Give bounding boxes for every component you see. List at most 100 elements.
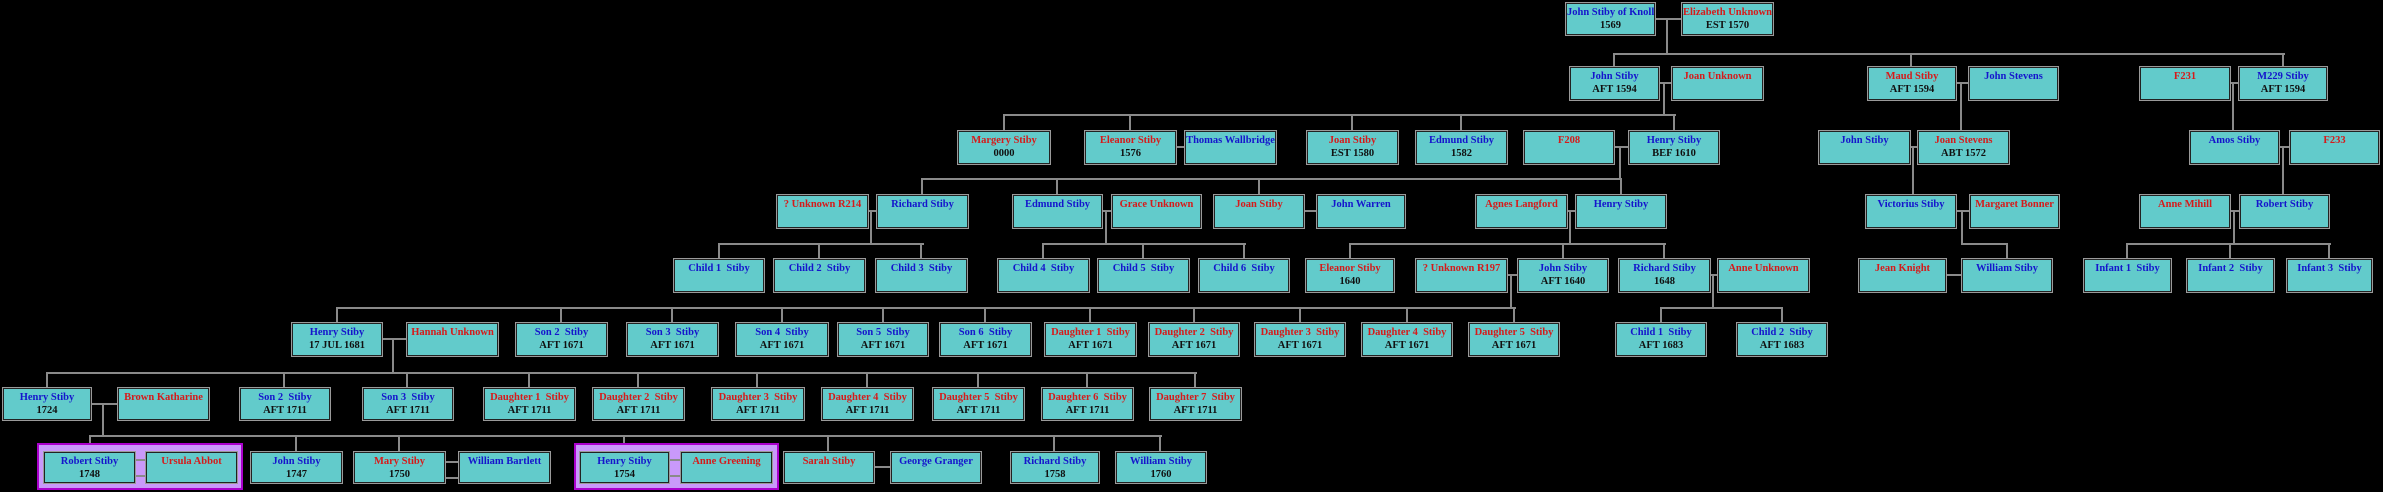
person-box[interactable]: William Stiby xyxy=(1961,258,2053,293)
person-box[interactable]: Infant 1 Stiby xyxy=(2083,258,2172,293)
person-box[interactable]: F233 xyxy=(2289,130,2380,165)
person-box[interactable]: Margaret Bonner xyxy=(1969,194,2060,229)
person-box[interactable]: Agnes Langford xyxy=(1475,194,1568,229)
person-box[interactable]: Amos Stiby xyxy=(2189,130,2280,165)
person-box[interactable]: Child 6 Stiby xyxy=(1198,258,1290,293)
person-box[interactable]: Infant 2 Stiby xyxy=(2186,258,2275,293)
person-box[interactable]: Infant 3 Stiby xyxy=(2286,258,2373,293)
person-box[interactable]: John Stevens xyxy=(1968,66,2059,101)
person-box[interactable]: Victorius Stiby xyxy=(1865,194,1957,229)
person-name: Robert Stiby xyxy=(2255,199,2314,210)
person-box[interactable]: Joan Unknown xyxy=(1671,66,1764,101)
person-box[interactable]: Hannah Unknown xyxy=(406,322,499,357)
marriage-line xyxy=(2230,82,2239,84)
person-box[interactable]: Anne Unknown xyxy=(1717,258,1810,293)
person-box[interactable]: Richard Stiby xyxy=(876,194,969,229)
marriage-line xyxy=(1956,210,1970,212)
person-name: Brown Katharine xyxy=(124,392,203,403)
person-box[interactable]: ? Unknown R214 xyxy=(776,194,869,229)
person-box[interactable]: Sarah Stiby xyxy=(783,451,875,484)
person-box[interactable]: F231 xyxy=(2139,66,2231,101)
descent-line xyxy=(2006,243,2008,259)
descent-line xyxy=(1129,114,1131,131)
descent-line xyxy=(1613,53,1615,67)
person-box[interactable]: Child 1 Stiby xyxy=(673,258,765,293)
person-box[interactable]: William Bartlett xyxy=(458,451,551,484)
descent-line xyxy=(2328,243,2330,259)
marriage-line xyxy=(382,338,407,340)
person-date: EST 1580 xyxy=(1330,148,1375,159)
person-box[interactable]: John Stiby xyxy=(1818,130,1911,165)
person-box[interactable]: Child 2 Stiby xyxy=(773,258,866,293)
person-box[interactable]: Thomas Wallbridge xyxy=(1184,130,1277,165)
person-box[interactable]: Child 3 Stiby xyxy=(875,258,968,293)
person-box[interactable]: Ursula Abbot xyxy=(145,451,238,484)
person-box[interactable]: Joan Stiby xyxy=(1213,194,1305,229)
person-date: AFT 1711 xyxy=(845,405,890,416)
person-box[interactable]: Child 5 Stiby xyxy=(1097,258,1190,293)
person-box[interactable]: Edmund Stiby xyxy=(1012,194,1103,229)
person-box[interactable]: Child 4 Stiby xyxy=(997,258,1090,293)
person-box[interactable]: Anne Mihill xyxy=(2139,194,2231,229)
person-box[interactable]: Brown Katharine xyxy=(117,387,210,421)
person-box[interactable]: George Granger xyxy=(890,451,982,484)
descent-line xyxy=(1673,114,1675,131)
person-box[interactable]: John Warren xyxy=(1316,194,1406,229)
person-box[interactable]: ? Unknown R197 xyxy=(1415,258,1508,293)
person-name: Richard Stiby xyxy=(1633,263,1696,274)
person-box[interactable]: Henry Stiby xyxy=(1575,194,1667,229)
person-box[interactable]: Anne Greening xyxy=(680,451,773,484)
person-box[interactable]: Grace Unknown xyxy=(1111,194,1202,229)
descent-line xyxy=(1243,243,1245,259)
person-box[interactable]: Jean Knight xyxy=(1858,258,1947,293)
descent-line xyxy=(1660,307,1783,309)
marriage-line xyxy=(2279,146,2290,148)
person-box[interactable]: Robert Stiby xyxy=(2239,194,2330,229)
person-date: AFT 1671 xyxy=(1491,340,1537,351)
person-box[interactable]: F208 xyxy=(1523,130,1615,165)
